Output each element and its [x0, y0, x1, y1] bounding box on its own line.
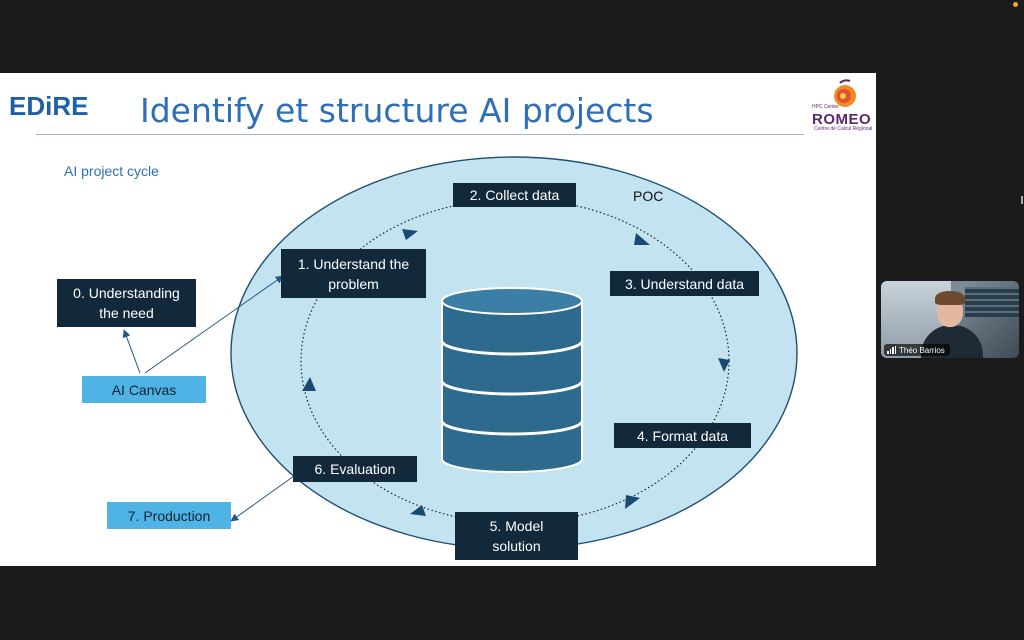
step-collect-data: 2. Collect data — [453, 183, 576, 207]
cycle-arrow-2 — [634, 233, 650, 245]
romeo-sub-text: Centre de Calcul Régional — [814, 126, 873, 132]
edge-handle[interactable] — [1021, 196, 1023, 204]
cycle-arrow-3 — [718, 358, 730, 372]
signal-bars-icon — [887, 346, 896, 354]
title-divider — [36, 134, 804, 135]
romeo-logo-icon — [834, 79, 856, 107]
step-model-solution: 5. Model solution — [455, 512, 578, 560]
poc-label: POC — [633, 188, 664, 204]
step-understand-problem: 1. Understand the problem — [281, 249, 426, 298]
cycle-arrow-5 — [410, 505, 426, 516]
canvas-to-need-line — [122, 329, 141, 374]
slide-title: Identify et structure AI projects — [140, 91, 654, 130]
ai-canvas-box: AI Canvas — [82, 376, 206, 403]
status-dot — [1013, 2, 1018, 7]
participant-name: Théo Barrios — [899, 345, 945, 355]
step-production: 7. Production — [107, 502, 231, 529]
cycle-arrow-1 — [402, 229, 418, 240]
presentation-slide: EDiRE Identify et structure AI projects … — [0, 73, 876, 566]
step-understand-data: 3. Understand data — [610, 271, 759, 296]
romeo-logo-text: ROMEO — [812, 111, 872, 128]
step-evaluation: 6. Evaluation — [293, 456, 417, 482]
participant-hair — [935, 291, 965, 305]
step-format-data: 4. Format data — [614, 423, 751, 448]
cycle-arrow-4 — [625, 495, 640, 509]
canvas-to-problem-line — [144, 275, 284, 374]
evaluation-to-production-line — [230, 475, 295, 522]
participant-video-tile[interactable]: Théo Barrios — [881, 281, 1019, 358]
cycle-arrow-6 — [302, 377, 316, 391]
step-understanding-need: 0. Understanding the need — [57, 279, 196, 327]
romeo-top-text: HPC Center — [812, 104, 839, 110]
slide-subtitle: AI project cycle — [64, 163, 159, 179]
participant-name-tag: Théo Barrios — [884, 344, 950, 356]
database-icon — [440, 287, 584, 473]
edire-logo: EDiRE — [9, 91, 89, 121]
video-background-shelf — [965, 287, 1019, 317]
